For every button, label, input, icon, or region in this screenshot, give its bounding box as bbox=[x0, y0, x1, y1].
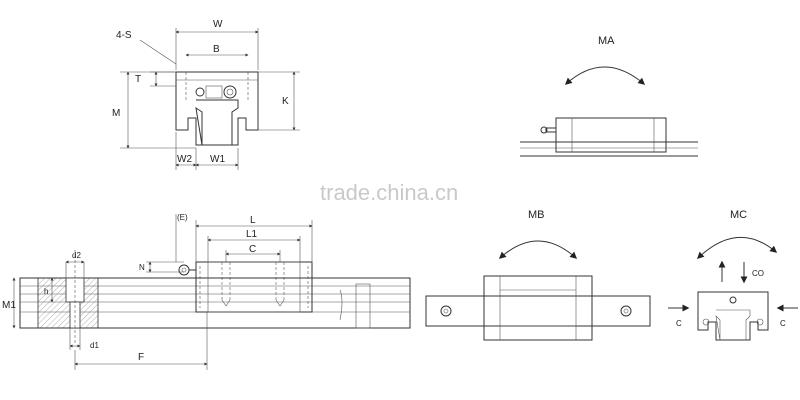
dim-l1-label: L1 bbox=[246, 229, 258, 240]
front-view: W B 4-S T M K W2 W1 bbox=[112, 19, 300, 170]
rail-side bbox=[19, 277, 411, 329]
side-view: (E) L L1 C N d2 h M1 d1 bbox=[2, 213, 411, 370]
carriage-side-a bbox=[555, 117, 667, 153]
carriage-side-b bbox=[195, 261, 313, 313]
moment-mc-view: MC CO C C bbox=[668, 209, 798, 341]
moment-mb-view: MB bbox=[425, 209, 651, 341]
load-c-left-label: C bbox=[676, 319, 682, 328]
dim-c-label: C bbox=[249, 244, 256, 255]
dim-e-label: (E) bbox=[177, 213, 188, 222]
grease-port bbox=[195, 87, 205, 97]
dim-w2-label: W2 bbox=[177, 154, 192, 165]
moment-ma-label: MA bbox=[598, 35, 615, 47]
moment-ma-view: MA bbox=[520, 35, 698, 157]
watermark: trade.china.cn bbox=[320, 180, 458, 205]
dim-d1-label: d1 bbox=[90, 341, 99, 350]
dim-m-label: M bbox=[112, 108, 120, 119]
dim-h-label: h bbox=[44, 287, 48, 296]
load-c-right-label: C bbox=[780, 319, 786, 328]
dim-4s-label: 4-S bbox=[116, 30, 132, 41]
dim-n-label: N bbox=[139, 263, 145, 272]
dim-d2-label: d2 bbox=[72, 251, 81, 260]
carriage-top-view bbox=[483, 275, 593, 341]
dim-l-label: L bbox=[250, 215, 256, 226]
dim-w-label: W bbox=[213, 19, 223, 30]
dim-k-label: K bbox=[282, 96, 289, 107]
carriage-end-view bbox=[697, 291, 769, 341]
dim-b-label: B bbox=[213, 44, 220, 55]
moment-mc-label: MC bbox=[730, 209, 747, 221]
dim-t-label: T bbox=[135, 74, 141, 85]
dim-f-label: F bbox=[138, 352, 144, 363]
moment-mc-arrow bbox=[696, 237, 778, 259]
carriage-profile bbox=[175, 71, 259, 146]
moment-ma-arrow bbox=[564, 66, 646, 85]
load-co-label: CO bbox=[752, 269, 764, 278]
rail-profile bbox=[195, 99, 239, 146]
dim-m1-label: M1 bbox=[2, 300, 16, 311]
dim-w1-label: W1 bbox=[210, 154, 225, 165]
moment-mb-label: MB bbox=[528, 209, 545, 221]
moment-mb-arrow bbox=[498, 240, 578, 259]
